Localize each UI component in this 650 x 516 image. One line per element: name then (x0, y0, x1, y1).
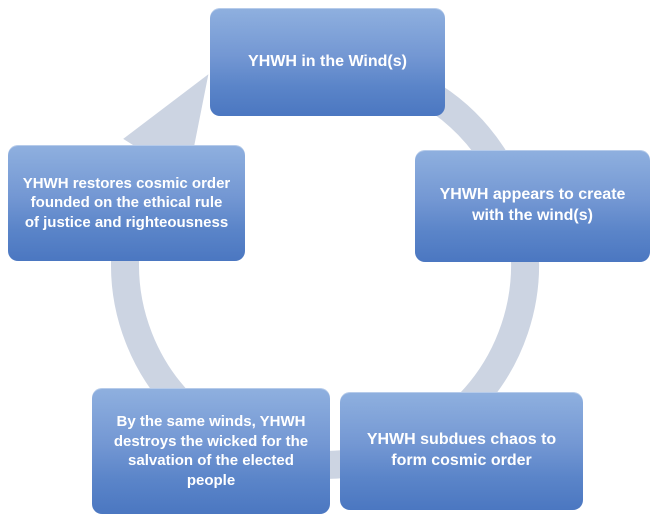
cycle-node-bottom-right-label: YHWH subdues chaos to form cosmic order (366, 431, 557, 469)
cycle-node-top: YHWH in the Wind(s) (210, 8, 445, 116)
cycle-node-bottom-left: By the same winds, YHWH destroys the wic… (92, 388, 330, 514)
cycle-node-bottom-right: YHWH subdues chaos to form cosmic order (340, 392, 583, 510)
cycle-node-top-label: YHWH in the Wind(s) (248, 52, 407, 70)
cycle-node-left-label: YHWH restores cosmic order founded on th… (22, 174, 231, 231)
cycle-node-right-label: YHWH appears to create with the wind(s) (439, 186, 626, 224)
cycle-node-bottom-left-label: By the same winds, YHWH destroys the wic… (113, 413, 309, 489)
cycle-node-right: YHWH appears to create with the wind(s) (415, 150, 650, 262)
cycle-node-left: YHWH restores cosmic order founded on th… (8, 145, 245, 261)
